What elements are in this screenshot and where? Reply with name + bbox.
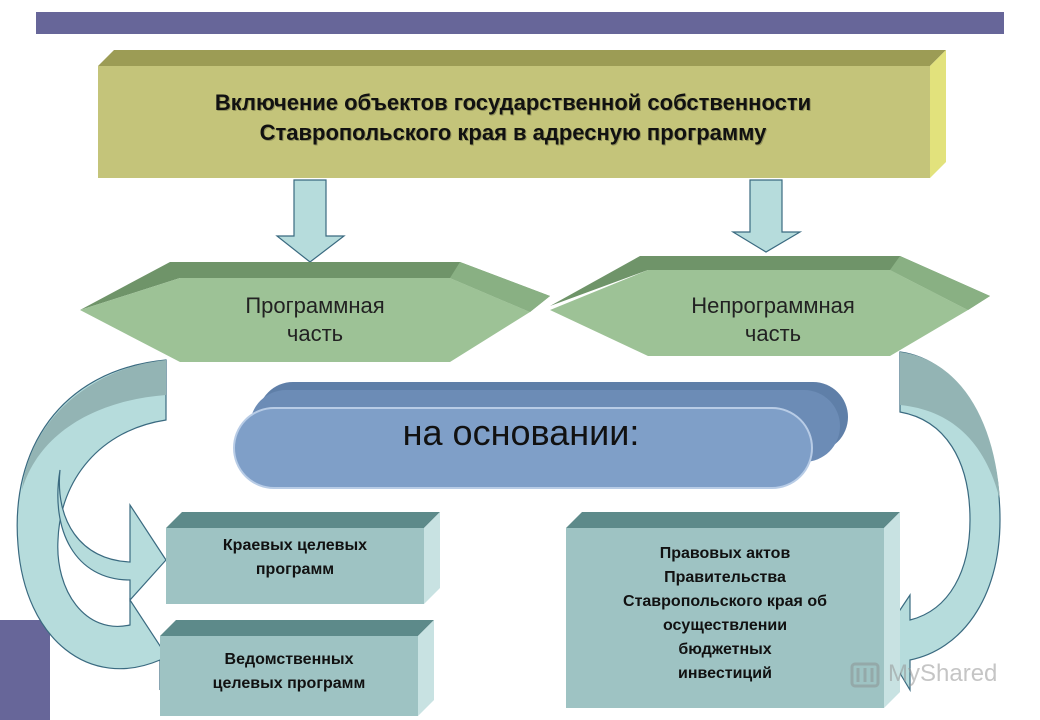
box-departmental-label: Ведомственных целевых программ (160, 648, 418, 696)
title-line-2: Ставропольского края в адресную программ… (259, 120, 767, 145)
basis-pill (233, 382, 848, 489)
hexagon-nonprogram-part (550, 256, 990, 356)
curved-arrow-left (16, 359, 167, 691)
box-legal-acts-label: Правовых актов Правительства Ставропольс… (566, 542, 884, 686)
watermark-text: MyShared (888, 660, 998, 687)
nonprogram-part-line-2: часть (744, 321, 802, 346)
hexagon-program-part (80, 262, 550, 362)
program-part-line-1: Программная (245, 293, 385, 318)
nonprogram-part-line-1: Непрограммная (691, 293, 855, 318)
arrow-down-right (730, 179, 803, 253)
title-line-1: Включение объектов государственной собст… (214, 90, 812, 115)
title: Включение объектов государственной собст… (98, 88, 928, 148)
box-regional-label: Краевых целевых программ (166, 534, 424, 582)
box-legal-acts-line-6: инвестиций (678, 665, 772, 682)
program-part-line-2: часть (286, 321, 344, 346)
box-regional-line-2: программ (255, 561, 335, 578)
box-legal-acts-line-5: бюджетных (678, 641, 772, 658)
top-bar (36, 12, 1004, 34)
basis-label: на основании: (402, 412, 640, 453)
program-part-label: Программная часть (180, 292, 450, 348)
box-regional (166, 512, 440, 604)
nonprogram-part-label: Непрограммная часть (648, 292, 898, 348)
box-legal-acts-line-4: осуществлении (662, 617, 788, 634)
curved-arrow-right (879, 351, 1001, 693)
box-legal-acts-line-3: Ставропольского края об (623, 593, 827, 610)
box-departmental-line-2: целевых программ (212, 675, 366, 692)
box-regional-line-1: Краевых целевых (222, 537, 368, 554)
box-departmental (160, 620, 434, 716)
arrow-down-left (275, 179, 346, 263)
box-legal-acts (566, 512, 900, 708)
box-legal-acts-line-1: Правовых актов (659, 545, 791, 562)
box-legal-acts-line-2: Правительства (664, 569, 786, 586)
left-block (0, 620, 50, 720)
watermark-logo-icon (850, 662, 880, 688)
box-departmental-line-1: Ведомственных (224, 651, 354, 668)
title-box (98, 50, 946, 178)
